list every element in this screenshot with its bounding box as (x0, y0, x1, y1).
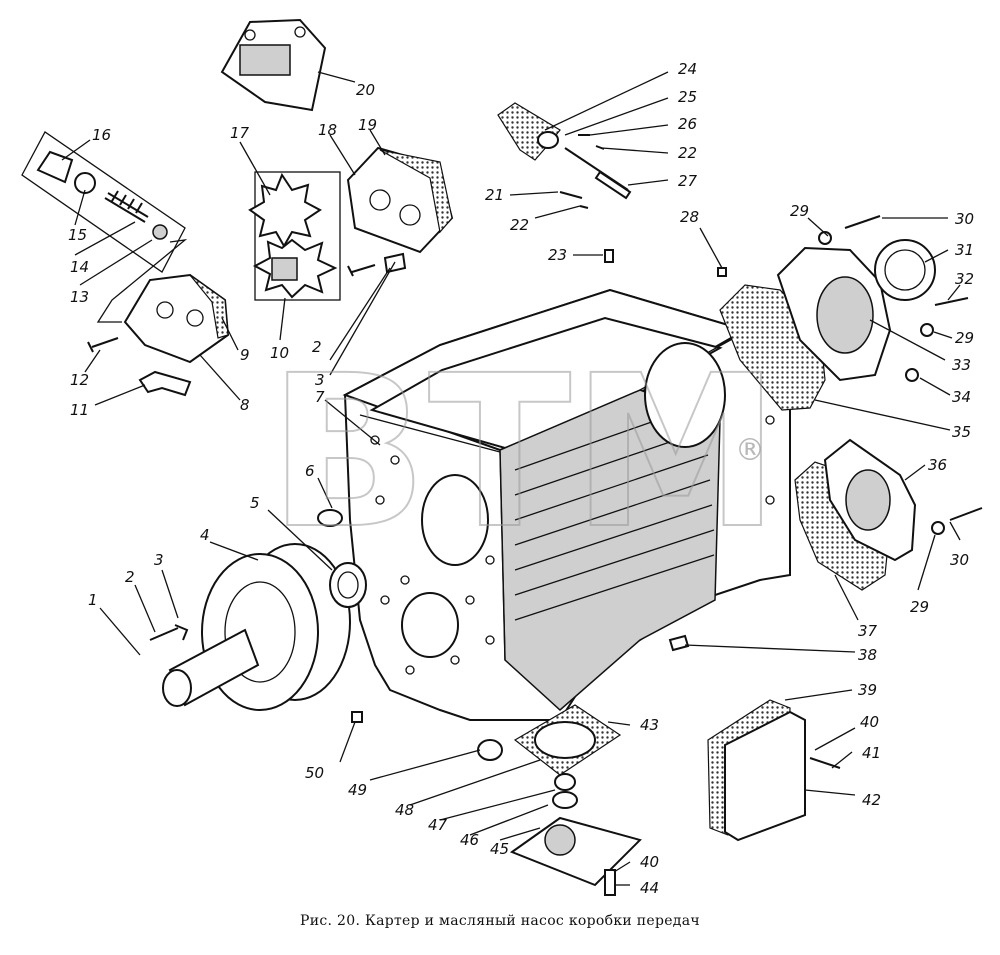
callout-1: 1 (88, 591, 98, 609)
callout-22-lower: 22 (510, 216, 529, 234)
callout-19: 19 (358, 116, 377, 134)
callout-22-upper: 22 (678, 144, 697, 162)
callout-29-bottom: 29 (910, 598, 929, 616)
rear-cover-33 (719, 215, 969, 411)
callout-7: 7 (315, 388, 325, 406)
oil-pump-housing-18 (346, 146, 454, 254)
callout-2-mid: 2 (312, 338, 322, 356)
watermark: ВТМ ® (267, 329, 781, 576)
pump-small-parts (87, 252, 407, 397)
callout-5: 5 (250, 494, 260, 512)
callout-20: 20 (356, 81, 375, 99)
callout-14: 14 (70, 258, 89, 276)
callout-23: 23 (548, 246, 567, 264)
pump-gears-17-10 (248, 171, 341, 301)
callout-labels: 1 2 3 4 5 6 7 8 9 10 11 12 13 14 15 16 1… (68, 60, 974, 897)
callout-4: 4 (200, 526, 210, 544)
callout-39: 39 (858, 681, 877, 699)
drain-flange-45 (351, 711, 642, 896)
callout-28: 28 (680, 208, 699, 226)
callout-26: 26 (678, 115, 697, 133)
watermark-text: ВТМ (268, 330, 780, 575)
callout-36: 36 (928, 456, 947, 474)
callout-2: 2 (125, 568, 135, 586)
figure-caption: Рис. 20. Картер и масляный насос коробки… (300, 913, 700, 929)
callout-45: 45 (490, 840, 509, 858)
callout-40-bottom: 40 (640, 853, 659, 871)
callout-31: 31 (955, 241, 974, 259)
callout-35: 35 (952, 423, 971, 441)
callout-3-mid: 3 (315, 371, 325, 389)
callout-24: 24 (678, 60, 697, 78)
front-bearing-cover-4 (149, 509, 367, 711)
callout-8: 8 (240, 396, 250, 414)
callout-50: 50 (305, 764, 324, 782)
callout-16: 16 (92, 126, 111, 144)
callout-37: 37 (858, 622, 878, 640)
callout-43: 43 (640, 716, 659, 734)
gearbox-housing (342, 288, 791, 776)
callout-25: 25 (678, 88, 697, 106)
pump-body-8 (123, 273, 230, 364)
oil-pump-cover-20 (220, 18, 327, 112)
callout-9: 9 (240, 346, 250, 364)
callout-49: 49 (348, 781, 367, 799)
leader-lines (61, 71, 961, 886)
callout-38: 38 (858, 646, 877, 664)
watermark-registered-mark: ® (735, 433, 765, 468)
callout-6: 6 (305, 462, 315, 480)
bottom-cover-39-42 (707, 699, 841, 842)
housing-bolt-holes (370, 415, 775, 675)
side-cover-36-37 (668, 438, 983, 652)
callout-34: 34 (952, 388, 971, 406)
callout-29-mid: 29 (955, 329, 974, 347)
callout-18: 18 (318, 121, 337, 139)
callout-48: 48 (395, 801, 414, 819)
callout-12: 12 (70, 371, 89, 389)
callout-40-right: 40 (860, 713, 879, 731)
callout-11: 11 (70, 401, 89, 419)
callout-32: 32 (955, 270, 974, 288)
callout-27: 27 (678, 172, 698, 190)
callout-30-top: 30 (955, 210, 974, 228)
bracket-24 (497, 102, 727, 277)
callout-15: 15 (68, 226, 87, 244)
callout-42: 42 (862, 791, 881, 809)
callout-3: 3 (154, 551, 164, 569)
callout-41: 41 (862, 744, 881, 762)
callout-30-bottom: 30 (950, 551, 969, 569)
callout-13: 13 (70, 288, 89, 306)
callout-33: 33 (952, 356, 971, 374)
callout-46: 46 (460, 831, 479, 849)
callout-47: 47 (428, 816, 448, 834)
callout-21: 21 (485, 186, 504, 204)
callout-17: 17 (230, 124, 250, 142)
callout-10: 10 (270, 344, 289, 362)
callout-44: 44 (640, 879, 659, 897)
callout-29-top: 29 (790, 202, 809, 220)
